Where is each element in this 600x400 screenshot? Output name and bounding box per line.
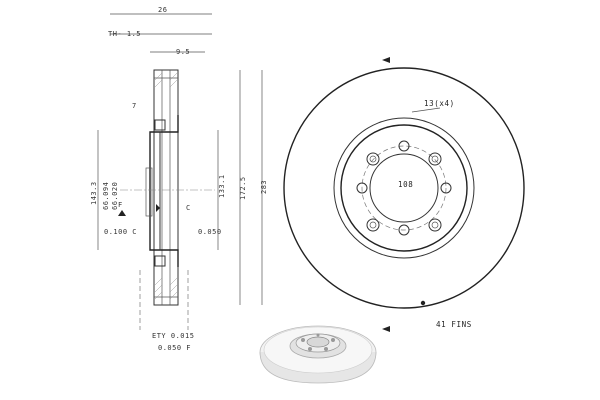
dim-172-5: 172.5 [239, 176, 247, 200]
disc-outer-edge [283, 67, 525, 309]
dim-133-1: 133.1 [218, 174, 226, 198]
dim-th: TH- 1.5 [108, 30, 141, 38]
arrow-bottom [382, 326, 390, 332]
dim-283: 283 [260, 180, 268, 194]
tol-0-050: 0.050 [198, 228, 222, 236]
bolt-holes [356, 140, 452, 236]
label-c: C [186, 204, 191, 212]
dim-66-020: 66.020 [111, 182, 119, 210]
stud-bottom [154, 255, 166, 267]
dim-26: 26 [158, 6, 167, 14]
label-f: F [118, 201, 123, 209]
dim-7: 7 [132, 102, 137, 110]
section-view: 26 TH- 1.5 9.5 7 143.3 66.094 66.020 F 0… [90, 6, 268, 352]
center-bore [369, 153, 439, 223]
dim-143-3: 143.3 [90, 181, 98, 205]
fin-marker-dot [420, 300, 426, 306]
fins-count: 41 FINS [436, 320, 472, 329]
tol-0-050-f: 0.050 F [158, 344, 191, 352]
tol-ety: ETY 0.015 [152, 332, 194, 340]
stud-top [154, 119, 166, 131]
dim-108: 108 [398, 180, 413, 189]
dim-13x4: 13(x4) [424, 99, 455, 108]
front-view: 13(x4) 108 41 FINS [283, 57, 525, 332]
isometric-disc-view [259, 325, 377, 384]
datum-f-marker [118, 210, 126, 216]
datum-c-marker [156, 204, 160, 212]
tol-0-100: 0.100 C [104, 228, 137, 236]
locator-holes [366, 152, 442, 232]
hat-outer-edge [340, 124, 468, 252]
friction-ring [153, 69, 179, 306]
friction-inner-edge [333, 117, 475, 259]
arrow-top [382, 57, 390, 63]
hub-hat-section [149, 115, 179, 267]
dim-66-094: 66.094 [102, 182, 110, 210]
dim-9-5: 9.5 [176, 48, 190, 56]
